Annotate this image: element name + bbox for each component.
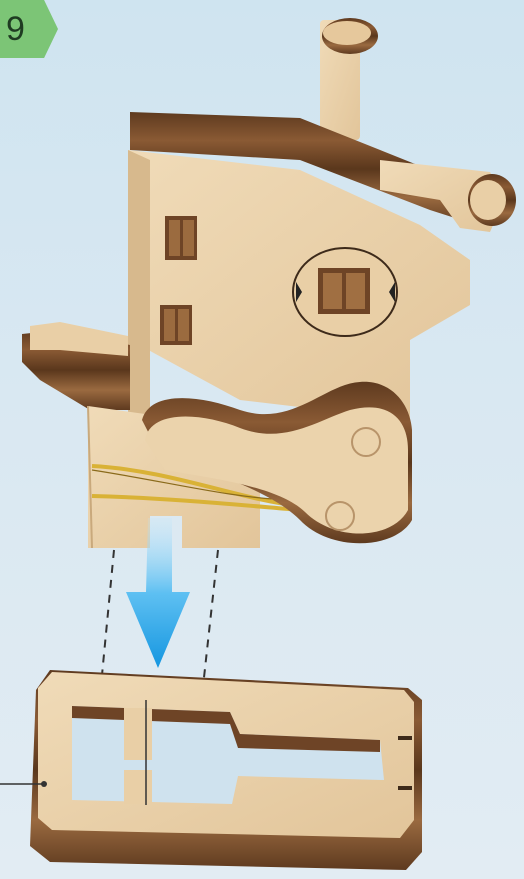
top-post	[320, 18, 378, 140]
base-plate	[30, 670, 422, 870]
upper-assembly	[22, 18, 516, 548]
left-tab	[22, 322, 130, 410]
